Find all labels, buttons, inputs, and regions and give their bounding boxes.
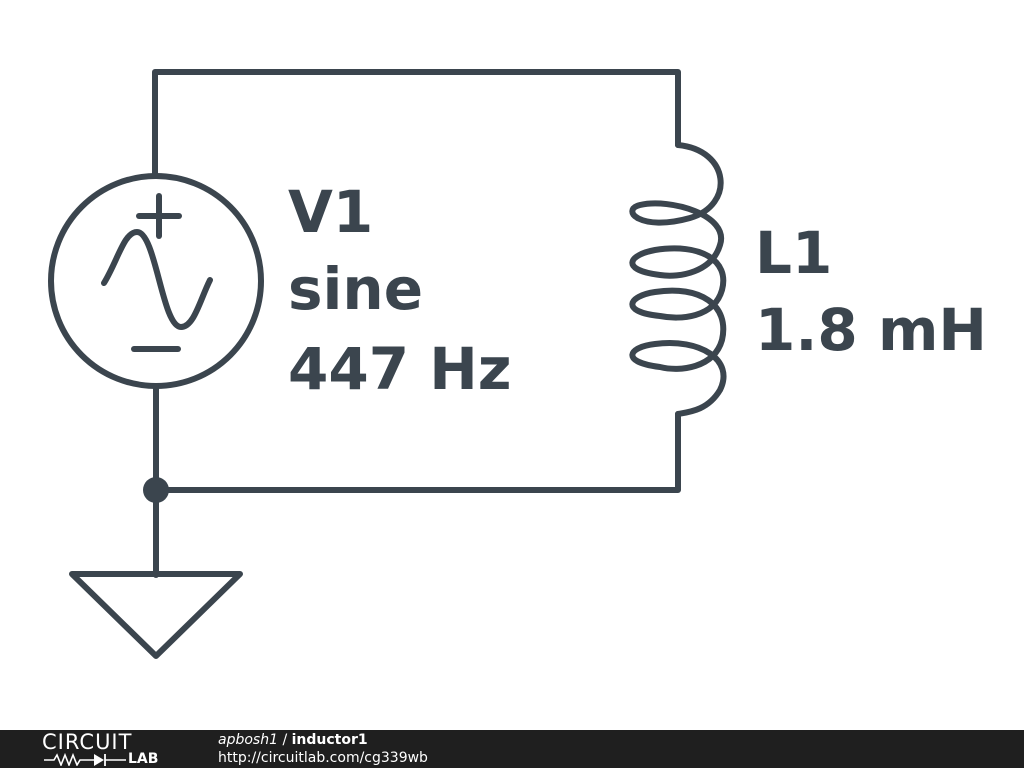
logo-text-lab: LAB: [128, 751, 159, 767]
source-type-label: sine: [288, 255, 423, 323]
source-frequency-label: 447 Hz: [288, 335, 512, 403]
logo-resistor-diode-icon: [44, 752, 126, 766]
inductor-value-label: 1.8 mH: [755, 296, 987, 364]
wire-right: [152, 411, 681, 493]
logo-text-circuit: CIRCUIT: [42, 730, 133, 754]
wire-top: [152, 69, 681, 178]
junction-node: [143, 477, 169, 503]
inductor-name-label: L1: [755, 219, 832, 287]
ground-icon: [69, 571, 243, 659]
source-name-label: V1: [288, 178, 373, 246]
sine-wave-icon: [101, 229, 213, 330]
circuit-url[interactable]: http://circuitlab.com/cg339wb: [218, 750, 428, 766]
circuitlab-logo[interactable]: CIRCUIT LAB: [42, 731, 177, 767]
footer-bar: CIRCUIT LAB apbosh1 / inductor1 http://c…: [0, 730, 1024, 768]
circuit-title-line: apbosh1 / inductor1: [218, 732, 368, 749]
circuit-title[interactable]: inductor1: [291, 732, 368, 748]
inductor-l1-coil: [629, 142, 727, 417]
author-link[interactable]: apbosh1: [218, 732, 278, 748]
circuit-schematic: V1 sine 447 Hz L1 1.8 mH: [48, 69, 987, 659]
title-separator: /: [278, 732, 292, 748]
